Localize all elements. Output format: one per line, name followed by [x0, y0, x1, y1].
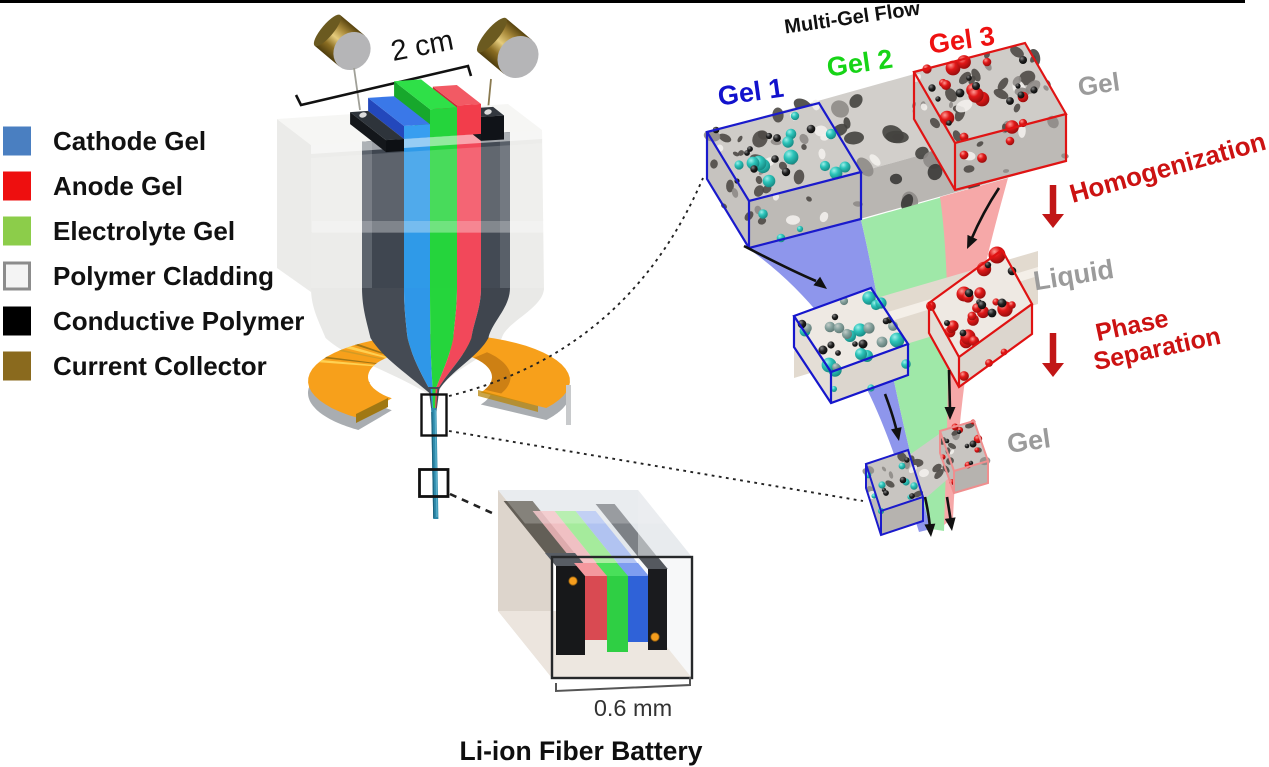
svg-text:Cathode Gel: Cathode Gel — [53, 126, 206, 156]
svg-text:Conductive Polymer: Conductive Polymer — [53, 306, 304, 336]
svg-text:Current Collector: Current Collector — [53, 351, 267, 381]
svg-text:Gel: Gel — [1005, 423, 1052, 459]
svg-text:Polymer Cladding: Polymer Cladding — [53, 261, 274, 291]
svg-text:Electrolyte Gel: Electrolyte Gel — [53, 216, 235, 246]
svg-text:Gel: Gel — [1076, 66, 1122, 102]
svg-text:Li-ion Fiber Battery: Li-ion Fiber Battery — [460, 736, 703, 766]
svg-text:0.6 mm: 0.6 mm — [594, 695, 672, 721]
svg-text:Anode Gel: Anode Gel — [53, 171, 183, 201]
